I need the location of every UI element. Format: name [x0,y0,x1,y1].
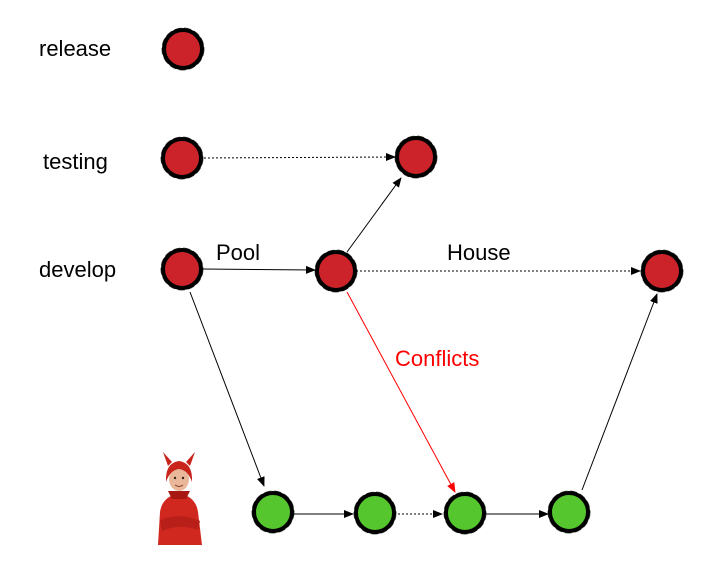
edge-pool-to-testing [346,177,402,253]
edge-label-house: House [447,240,511,265]
node-develop [160,247,204,291]
lane-label-testing: testing [43,149,108,174]
node-house [640,249,684,293]
edge-develop-to-pool [201,265,316,274]
node-feature-2 [353,491,397,535]
node-feature-1 [251,490,295,534]
node-feature-3 [443,491,487,535]
edge-testing-to-testing-merge [199,153,396,162]
edge-feature-to-house [581,293,658,491]
devil-child-figure [158,452,202,545]
edge-label-conflicts: Conflicts [395,346,480,371]
edge-develop-to-feature [189,291,265,487]
node-testing [160,136,204,180]
lane-label-release: release [39,36,112,61]
node-feature-4 [547,490,591,534]
node-pool [314,249,358,293]
node-testing-merge [394,135,438,179]
lane-label-develop: develop [39,257,117,282]
edge-label-pool: Pool [216,240,261,265]
edge-conflicts [346,291,456,493]
node-release [161,27,205,71]
